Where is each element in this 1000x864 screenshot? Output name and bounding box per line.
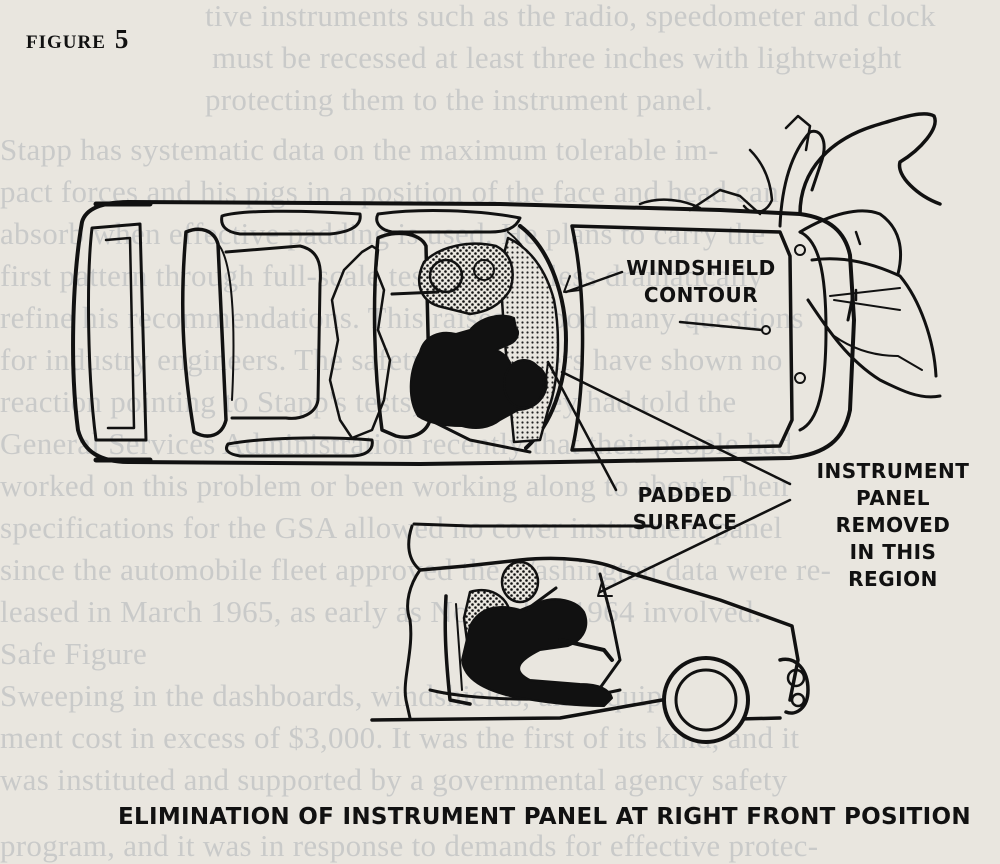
figure-number: 5 [114,24,130,54]
callout-line: PADDED [637,483,733,507]
callout-line: REMOVED [835,513,951,537]
callout-padded-surface: PADDED SURFACE [610,482,760,536]
dummy-top-view [409,314,548,429]
dummy-side-view [461,560,614,707]
bleed-line: must be recessed at least three inches w… [212,40,902,75]
bleed-line: program, and it was in response to deman… [0,828,819,863]
bleed-line: for industry engineers. The safety-belt … [0,342,783,377]
bleed-line: Stapp has systematic data on the maximum… [0,132,719,167]
bleed-line: reaction pointing to Stapp's tests, thou… [0,384,737,419]
callout-line: SURFACE [632,510,738,534]
figure-label: FIGURE 5 [26,24,129,55]
bleed-line: specifications for the GSA allowed no co… [0,510,783,545]
callout-windshield-contour: WINDSHIELD CONTOUR [616,255,786,309]
bleed-line: protecting them to the instrument panel. [205,82,713,117]
bleed-line: since the automobile fleet approved the … [0,552,832,587]
figure-word: FIGURE [26,32,106,53]
bleed-line: absorb when effective padding is used. H… [0,216,766,251]
callout-line: INSTRUMENT [816,459,970,483]
bleed-line: refine his recommendations. This raises … [0,300,804,335]
car-side-view [370,524,810,744]
callout-line: WINDSHIELD [626,256,776,280]
bleed-line: was instituted and supported by a govern… [0,762,788,797]
figure-caption: ELIMINATION OF INSTRUMENT PANEL AT RIGHT… [118,804,971,830]
leader-lines [412,270,792,597]
callout-line: CONTOUR [643,283,759,307]
bleed-line: worked on this problem or been working a… [0,468,792,503]
bleed-line: leased in March 1965, as early as Novemb… [0,594,762,629]
crumpled-front-end [638,112,942,399]
bleed-line: General Services Administration recently… [0,426,793,461]
callout-line: REGION [848,567,938,591]
callout-line: IN THIS [849,540,937,564]
callout-instrument-panel-removed: INSTRUMENT PANEL REMOVED IN THIS REGION [808,458,978,593]
bleed-line: ment cost in excess of $3,000. It was th… [0,720,800,755]
bleed-line: tive instruments such as the radio, spee… [205,0,936,33]
bleed-line: Safe Figure [0,636,148,671]
callout-line: PANEL [856,486,930,510]
